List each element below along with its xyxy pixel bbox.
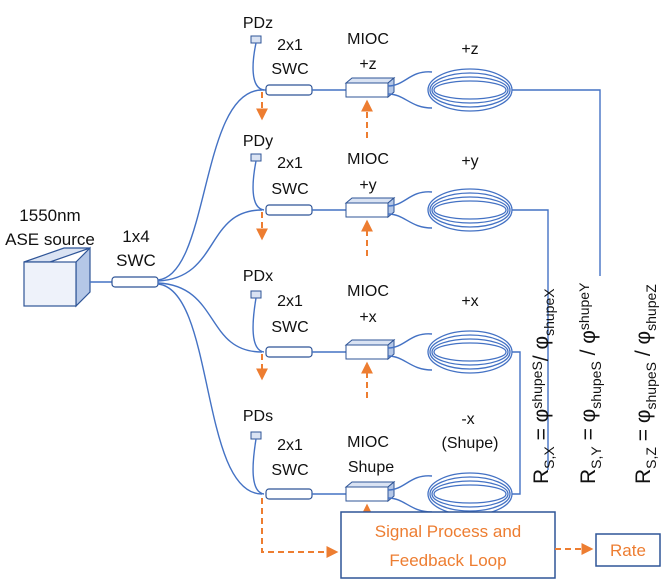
mioc-block xyxy=(344,338,396,361)
swc-label-2: SWC xyxy=(271,319,308,336)
ase-source-box xyxy=(23,246,91,308)
swc-label-2: SWC xyxy=(271,181,308,198)
coil-lead xyxy=(387,333,433,349)
coil-label: -x xyxy=(461,411,474,428)
mioc-label-1: MIOC xyxy=(347,283,389,300)
coil-lead xyxy=(387,355,433,371)
splitter-label-2: SWC xyxy=(116,251,156,270)
pd-fiber xyxy=(252,438,265,495)
fiber-coil xyxy=(427,68,513,112)
coil-lead xyxy=(387,71,433,87)
fiber-coil xyxy=(427,330,513,374)
equation-y-text: RS,Y = φshupeS / φshupeY xyxy=(576,282,604,484)
fiber-to-z xyxy=(157,89,263,281)
photodetector xyxy=(250,431,262,440)
mioc-label-2: +x xyxy=(359,309,376,326)
swc-2x1 xyxy=(265,84,313,96)
bracket-x xyxy=(512,351,521,495)
pd-label: PDx xyxy=(243,268,273,285)
bracket-y xyxy=(512,209,549,420)
arm-y: PDy 2x1 SWC MIOC +y +y xyxy=(243,133,513,256)
source-label-2: ASE source xyxy=(5,230,95,249)
pd-fiber xyxy=(252,42,265,91)
photodetector xyxy=(250,290,262,299)
fiber-to-y xyxy=(157,209,263,282)
swc-2x1 xyxy=(265,346,313,358)
splitter-1x4 xyxy=(111,276,159,288)
equation-z: RS,Z = φshupeS / φshupeZ xyxy=(632,284,659,484)
feedback-path xyxy=(261,498,339,558)
pd-label: PDz xyxy=(243,15,273,32)
coil-label: +x xyxy=(461,293,478,310)
coil-lead xyxy=(387,93,433,109)
photodetector xyxy=(250,35,262,44)
mioc-label-1: MIOC xyxy=(347,434,389,451)
arm-shupe: PDs 2x1 SWC MIOC Shupe -x (Shupe) xyxy=(243,408,513,518)
rate-label: Rate xyxy=(610,541,646,560)
swc-2x1 xyxy=(265,488,313,500)
coil-lead xyxy=(387,497,433,513)
mioc-label-1: MIOC xyxy=(347,31,389,48)
swc-label-1: 2x1 xyxy=(277,437,303,454)
swc-label-2: SWC xyxy=(271,61,308,78)
coil-label-2: (Shupe) xyxy=(442,435,499,452)
swc-label-2: SWC xyxy=(271,462,308,479)
coil-label: +y xyxy=(461,153,478,170)
rate-box xyxy=(595,533,661,567)
photodetector xyxy=(250,153,262,162)
arm-x: PDx 2x1 SWC MIOC +x +x xyxy=(243,268,513,398)
equation-y: RS,Y = φshupeS / φshupeY xyxy=(576,282,604,484)
equation-z-text: RS,Z = φshupeS / φshupeZ xyxy=(632,284,659,484)
coil-lead xyxy=(387,475,433,491)
swc-label-1: 2x1 xyxy=(277,293,303,310)
arm-z: PDz 2x1 SWC MIOC +z +z xyxy=(243,15,513,138)
signal-processor-box xyxy=(340,511,556,579)
fiber-coil xyxy=(427,472,513,516)
mioc-block xyxy=(344,480,396,503)
swc-label-1: 2x1 xyxy=(277,37,303,54)
source-label-1: 1550nm xyxy=(19,206,80,225)
mioc-block xyxy=(344,196,396,219)
pd-label: PDs xyxy=(243,408,273,425)
mioc-label-2: +z xyxy=(359,56,376,73)
coil-label: +z xyxy=(461,41,478,58)
mioc-block xyxy=(344,76,396,99)
fiber-coil xyxy=(427,188,513,232)
equation-x-text: RS,X = φshupeS/ φshupeX xyxy=(529,288,557,484)
swc-2x1 xyxy=(265,204,313,216)
pd-fiber xyxy=(252,160,265,211)
coil-lead xyxy=(387,191,433,207)
splitter-label-1: 1x4 xyxy=(122,227,149,246)
mioc-label-2: +y xyxy=(359,177,376,194)
swc-label-1: 2x1 xyxy=(277,155,303,172)
fiber-to-s xyxy=(157,283,263,495)
processor-label-2: Feedback Loop xyxy=(389,551,506,570)
pd-fiber xyxy=(252,297,265,353)
mioc-label-2: Shupe xyxy=(348,459,394,476)
processor-label-1: Signal Process and xyxy=(375,522,521,541)
fiber-to-x xyxy=(157,282,263,353)
coil-lead xyxy=(387,213,433,229)
bracket-z xyxy=(512,89,601,246)
pd-label: PDy xyxy=(243,133,273,150)
equation-x: RS,X = φshupeS/ φshupeX xyxy=(529,288,557,484)
mioc-label-1: MIOC xyxy=(347,151,389,168)
